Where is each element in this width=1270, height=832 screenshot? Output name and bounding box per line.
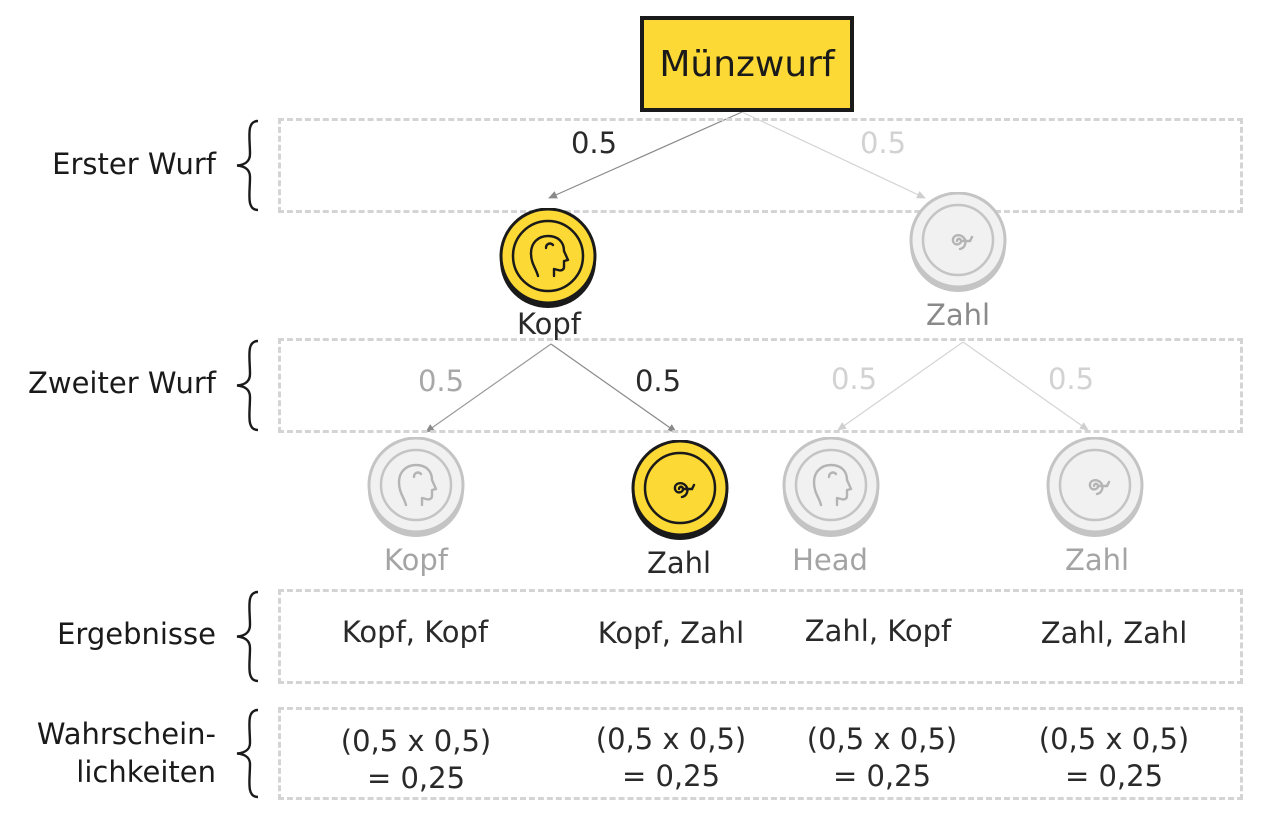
head-profile-icon: [529, 234, 570, 278]
brace-second-toss: [236, 339, 259, 432]
edge-zahl-kopf: [837, 341, 964, 431]
head-profile-icon: [397, 463, 438, 507]
coin-first-zahl: [909, 192, 1007, 292]
edge-kopf-kopf: [425, 343, 552, 433]
probability-cell-4: (0,5 x 0,5) = 0,25: [1039, 721, 1189, 795]
row-label-results: Ergebnisse: [57, 617, 216, 651]
result-3: Zahl, Kopf: [804, 614, 952, 648]
result-2: Kopf, Zahl: [597, 616, 745, 650]
prob-second-3: 0.5: [830, 362, 878, 396]
spiral-icon: [673, 481, 696, 499]
prob-first-right: 0.5: [859, 126, 907, 160]
label-second-head: Head: [792, 543, 868, 577]
edge-root-kopf: [548, 111, 743, 199]
head-profile-icon: [812, 463, 853, 507]
brace-first-toss: [236, 119, 259, 212]
row-frame-first-toss: [278, 118, 1243, 213]
coin-second-kopf: [367, 437, 465, 537]
coin-first-kopf: [499, 208, 597, 308]
probability-value: = 0,25: [1064, 759, 1164, 793]
prob-second-4: 0.5: [1047, 362, 1095, 396]
probability-value: = 0,25: [832, 759, 932, 793]
row-label-first-toss: Erster Wurf: [52, 147, 216, 181]
label-second-kopf: Kopf: [384, 543, 448, 577]
label-second-zahl-highlight: Zahl: [646, 546, 712, 580]
edge-zahl-zahl: [962, 341, 1089, 431]
row-label-probabilities-line2: lichkeiten: [76, 755, 216, 789]
root-node-box: Münzwurf: [640, 16, 854, 112]
brace-probabilities: [236, 708, 259, 799]
probability-expr: (0,5 x 0,5): [1038, 722, 1190, 756]
row-label-probabilities-line1: Wahrschein-: [36, 717, 216, 751]
result-1: Kopf, Kopf: [341, 615, 489, 649]
coin-second-head: [782, 437, 880, 537]
probability-expr: (0,5 x 0,5): [595, 722, 747, 756]
probability-expr: (0,5 x 0,5): [806, 722, 958, 756]
probability-cell-1: (0,5 x 0,5) = 0,25: [341, 723, 491, 797]
spiral-icon: [1088, 478, 1111, 496]
probability-value: = 0,25: [366, 761, 466, 795]
prob-first-left: 0.5: [570, 126, 618, 160]
row-frame-results: [278, 589, 1243, 684]
probability-cell-3: (0,5 x 0,5) = 0,25: [807, 721, 957, 795]
root-node-label: Münzwurf: [659, 43, 835, 85]
edge-root-zahl: [741, 111, 926, 199]
prob-second-1: 0.5: [417, 364, 465, 398]
coin-second-zahl-highlight: [631, 440, 729, 540]
probability-value: = 0,25: [621, 759, 721, 793]
row-label-probabilities: Wahrschein- lichkeiten: [37, 715, 216, 791]
brace-results: [236, 590, 259, 683]
label-second-zahl: Zahl: [1064, 543, 1130, 577]
label-first-zahl: Zahl: [925, 298, 991, 332]
coin-second-zahl: [1046, 437, 1144, 537]
spiral-icon: [951, 233, 974, 251]
probability-expr: (0,5 x 0,5): [340, 724, 492, 758]
edge-kopf-zahl: [550, 343, 677, 433]
row-frame-second-toss: [278, 338, 1243, 433]
probability-cell-2: (0,5 x 0,5) = 0,25: [596, 721, 746, 795]
row-label-second-toss: Zweiter Wurf: [28, 366, 216, 400]
result-4: Zahl, Zahl: [1040, 616, 1188, 650]
row-frame-probabilities: [278, 707, 1243, 800]
prob-second-2: 0.5: [634, 364, 682, 398]
label-first-kopf: Kopf: [517, 307, 581, 341]
